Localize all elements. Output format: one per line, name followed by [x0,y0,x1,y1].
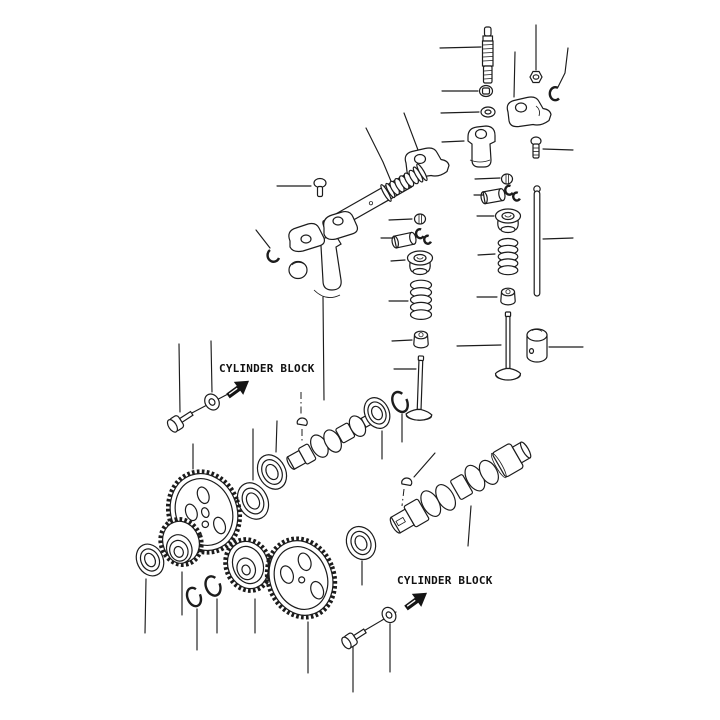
cotter-clip [548,86,560,102]
leader-line [441,140,465,143]
valve-spring-a [409,279,433,320]
valve-set-b [456,173,584,381]
gear-bearing [135,543,165,577]
leader-line [255,229,271,249]
valve-keeper-a [413,213,427,225]
plain-washer [480,106,496,118]
leader-line [275,420,278,453]
leader-line [388,218,413,221]
valve-spring-retainer-b [494,208,522,234]
rocker-arm-support [467,125,496,168]
leader-line [439,46,482,49]
leader-line [440,111,480,114]
leader-line [391,339,413,342]
rocker-arm-lower [288,222,326,253]
leader-line [413,452,436,478]
cylinder-block-callout-lower: CYLINDER BLOCK [341,574,493,693]
valve-keeper-b [500,173,514,185]
mounting-bolt-b [341,628,367,650]
snap-ring-b [185,586,203,608]
valve-tappet [526,328,548,363]
retaining-clip [266,249,281,263]
leader-line [557,47,569,88]
stud-bolt [481,26,494,84]
cylinder-block-callout-upper: CYLINDER BLOCK [166,340,315,433]
camshaft-bearing-d [345,525,377,561]
camshaft-front-cluster [236,390,409,520]
leader-line [477,253,496,256]
camshaft-bearing-b [256,454,288,490]
cylinder-block-label-1: CYLINDER BLOCK [219,362,315,375]
lock-nut [478,84,494,98]
valve-gear-top-cluster [403,24,574,179]
leader-line [456,344,502,347]
rocker-shaft-assembly [288,210,359,298]
mounting-bolt-a [166,410,194,433]
rocker-arm-upper [323,210,359,241]
leader-line [178,343,181,413]
gear-train-cluster [135,443,338,674]
cylinder-block-arrow-b [404,592,428,611]
cylinder-block-label-2: CYLINDER BLOCK [397,574,493,587]
hex-nut [529,70,543,84]
intake-valve [405,355,433,421]
valve-cap-and-clips-a [391,228,433,249]
cylinder-block-arrow-a [226,380,250,399]
washer-b [381,606,397,624]
leader-line [144,578,147,634]
woodruff-key-b [401,477,413,487]
leader-line [542,237,574,240]
push-rod [533,185,541,297]
leader-line [210,340,213,393]
adjusting-screw [530,136,542,159]
leader-line [403,112,419,151]
adjuster-boss [288,260,308,280]
valve-stem-seal-b [500,287,516,306]
valve-cap-and-clips-b [480,184,521,205]
leader-line [542,148,574,151]
timing-gear-large [264,536,338,620]
leader-line [390,259,406,262]
leader-line [513,51,516,98]
shaft-bolt [313,177,327,198]
leader-line [365,127,394,187]
snap-ring-a [391,390,409,414]
rocker-shaft-spring [380,163,428,202]
valve-spring-retainer-a [406,250,434,276]
camshaft-front [286,414,373,470]
leader-line [467,505,472,547]
camshaft-bearing-a [363,397,391,429]
leader-line [474,177,501,180]
camshaft-rear-cluster [345,441,532,586]
valve-spring-b [497,237,519,276]
woodruff-key-a [296,417,308,427]
washer-a [204,393,220,411]
valve-set-a [380,213,434,421]
idler-gear-small [158,517,204,567]
exhaust-valve [494,311,522,381]
centerline [401,488,405,507]
rocker-shaft-cluster [255,127,428,401]
snap-ring-c [204,575,222,597]
timing-gear-medium [223,537,273,593]
valve-stem-seal-a [413,330,429,349]
leader-line [322,296,325,401]
rocker-arm-right [506,96,552,128]
camshaft-bearing-c [236,482,270,520]
camshaft-rear [389,441,532,534]
